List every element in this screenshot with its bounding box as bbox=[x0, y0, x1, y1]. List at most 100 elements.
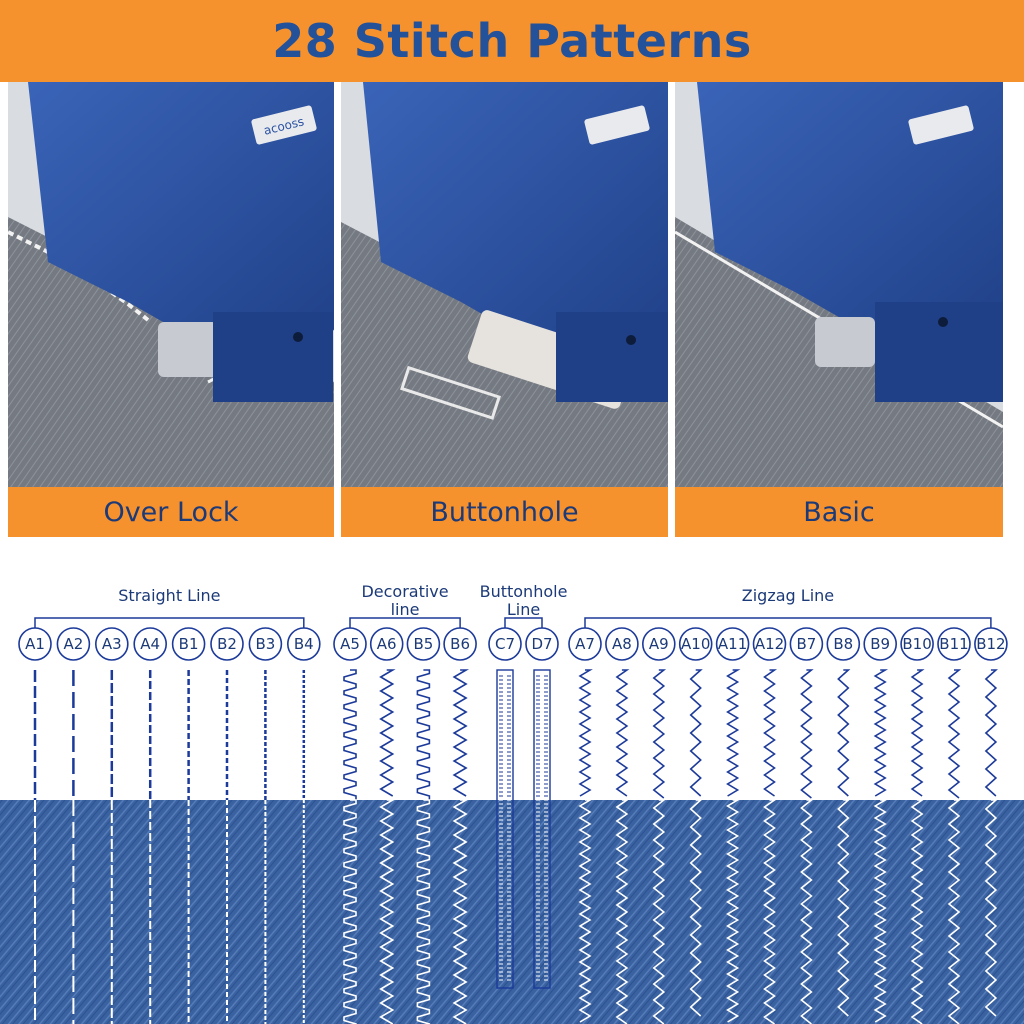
stitch-code: A9 bbox=[649, 635, 669, 653]
stitch-code-circle bbox=[210, 627, 244, 661]
stitch-on-fabric bbox=[416, 799, 431, 1024]
stitch-code-circle bbox=[18, 627, 52, 661]
buttonhole-sample bbox=[496, 669, 514, 989]
stitch-sample bbox=[984, 669, 998, 797]
stitch-on-fabric bbox=[910, 799, 925, 1024]
stitch-sample bbox=[873, 669, 889, 797]
stitch-code-circle bbox=[641, 627, 676, 661]
stitch-code: B6 bbox=[450, 635, 470, 653]
group-bracket bbox=[349, 617, 461, 628]
stitch-sample bbox=[689, 669, 703, 797]
group-bracket bbox=[504, 617, 543, 628]
stitch-code: B2 bbox=[217, 635, 237, 653]
stitch-code-circle bbox=[937, 627, 971, 661]
stitch-code-circle bbox=[678, 627, 713, 661]
buttonhole-sample bbox=[533, 669, 551, 989]
stitch-sample bbox=[910, 669, 925, 797]
stitch-code-circle bbox=[863, 627, 898, 661]
stitch-on-fabric bbox=[763, 799, 778, 1024]
stitch-on-fabric bbox=[379, 799, 396, 1024]
stitch-sample bbox=[615, 669, 630, 797]
stitch-code: A3 bbox=[102, 635, 122, 653]
panel-buttonhole: Buttonhole bbox=[341, 82, 668, 537]
stitch-code: A7 bbox=[575, 635, 595, 653]
stitch-code-circle bbox=[789, 627, 824, 661]
stitch-code-circle bbox=[568, 627, 602, 661]
stitch-code: B5 bbox=[413, 635, 433, 653]
stitch-code: A2 bbox=[63, 635, 83, 653]
denim-swatch bbox=[0, 800, 1024, 1024]
panel-label: Buttonhole bbox=[341, 487, 668, 537]
stitch-code-circle bbox=[900, 627, 934, 661]
stitch-code: A11 bbox=[718, 635, 747, 653]
stitch-on-fabric bbox=[837, 799, 851, 1017]
page-title: 28 Stitch Patterns bbox=[272, 14, 752, 68]
stitch-code: B9 bbox=[870, 635, 890, 653]
stitch-code: B12 bbox=[976, 635, 1005, 653]
group-title: Straight Line bbox=[118, 586, 220, 605]
stitch-code-circle bbox=[488, 627, 522, 661]
panel-label: Basic bbox=[675, 487, 1003, 537]
stitch-sample bbox=[343, 669, 357, 800]
stitch-sample bbox=[947, 669, 962, 799]
stitch-code: B11 bbox=[939, 635, 968, 653]
stitch-sample bbox=[800, 669, 814, 799]
stitch-code-circle bbox=[95, 627, 129, 661]
stitch-on-fabric bbox=[578, 799, 593, 1023]
panel-label: Over Lock bbox=[8, 487, 334, 537]
group-bracket bbox=[34, 617, 305, 628]
stitch-code: A12 bbox=[755, 635, 784, 653]
stitch-code-circle bbox=[826, 627, 861, 661]
stitch-code: C7 bbox=[495, 635, 515, 653]
stitch-code-circle bbox=[974, 627, 1008, 661]
stitch-sample bbox=[578, 669, 593, 797]
stitch-sample bbox=[652, 669, 667, 799]
stitch-code-circle bbox=[715, 627, 750, 661]
stitch-sample bbox=[726, 669, 741, 797]
stitch-code: A5 bbox=[340, 635, 360, 653]
stitch-on-fabric bbox=[873, 799, 889, 1023]
stitch-code: A10 bbox=[681, 635, 710, 653]
stitch-code-circle bbox=[752, 627, 787, 661]
stitch-sample bbox=[452, 669, 470, 797]
basic-photo bbox=[675, 82, 1003, 537]
stitch-code-circle bbox=[56, 627, 91, 661]
group-title: Line bbox=[507, 600, 540, 619]
stitch-code-circle bbox=[248, 627, 283, 661]
stitch-code: A6 bbox=[377, 635, 397, 653]
buttonhole-photo bbox=[341, 82, 668, 537]
stitch-sample bbox=[416, 669, 431, 800]
stitch-code: B4 bbox=[294, 635, 314, 653]
stitch-code: D7 bbox=[531, 635, 552, 653]
stitch-code: A1 bbox=[25, 635, 45, 653]
group-title: Buttonhole bbox=[480, 582, 568, 601]
stitch-sample bbox=[379, 669, 396, 797]
title-banner: 28 Stitch Patterns bbox=[0, 0, 1024, 82]
group-title: Decorative bbox=[361, 582, 448, 601]
stitch-code: A4 bbox=[140, 635, 160, 653]
stitch-code-circle bbox=[133, 627, 167, 661]
stitch-on-fabric bbox=[800, 799, 814, 1024]
stitch-sample bbox=[763, 669, 778, 797]
panel-over-lock: acooss Over Lock bbox=[8, 82, 334, 537]
stitch-on-fabric bbox=[452, 799, 470, 1024]
stitch-sample bbox=[837, 669, 851, 797]
panel-basic: Basic bbox=[675, 82, 1003, 537]
stitch-code: B1 bbox=[179, 635, 199, 653]
stitch-on-fabric bbox=[615, 799, 630, 1024]
stitch-code-circle bbox=[406, 627, 441, 661]
stitch-on-fabric bbox=[343, 799, 357, 1024]
stitch-code-circle bbox=[443, 627, 477, 661]
stitch-on-fabric bbox=[726, 799, 741, 1023]
stitch-code: B10 bbox=[902, 635, 931, 653]
stitch-on-fabric bbox=[947, 799, 962, 1024]
stitch-code-circle bbox=[171, 627, 206, 661]
stitch-code-circle bbox=[525, 627, 559, 661]
stitch-code: B8 bbox=[833, 635, 853, 653]
stitch-code: B3 bbox=[255, 635, 275, 653]
stitch-code: B7 bbox=[796, 635, 816, 653]
over-lock-photo: acooss bbox=[8, 82, 334, 537]
stitch-on-fabric bbox=[652, 799, 667, 1024]
stitch-on-fabric bbox=[984, 799, 998, 1017]
